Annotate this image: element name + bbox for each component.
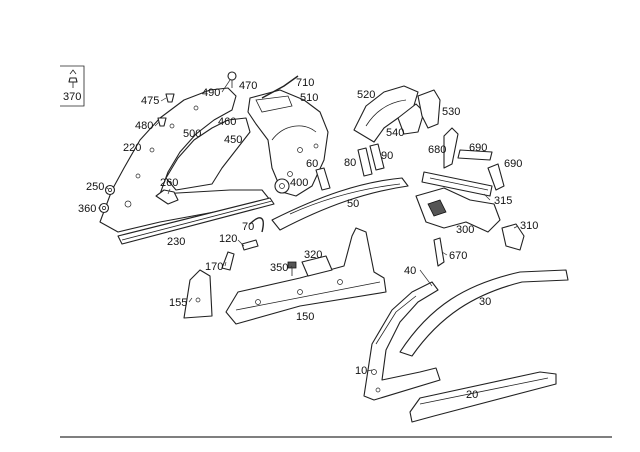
part-710-rod[interactable] [261,75,299,99]
callout-40: 40 [404,265,416,277]
callout-680: 680 [428,144,446,156]
part-20-outer-sill[interactable] [409,371,557,423]
callout-370: 370 [63,91,81,103]
part-350-screw[interactable] [287,261,297,276]
part-220-side-panel[interactable] [99,87,271,233]
callout-475: 475 [141,95,159,107]
part-250-grommet[interactable] [104,184,116,196]
callout-500: 500 [183,128,201,140]
callout-400: 400 [290,177,308,189]
part-310-bracket[interactable] [501,223,525,251]
callout-170: 170 [205,261,223,273]
callout-490: 490 [202,87,220,99]
part-50-roof-rail[interactable] [271,177,409,231]
part-70-hook[interactable] [249,217,264,233]
callout-510: 510 [300,92,318,104]
callout-30: 30 [479,296,491,308]
part-10-door-frame[interactable] [363,281,441,401]
part-360-grommet[interactable] [98,202,110,214]
part-150-inner-sill[interactable] [225,227,387,325]
part-60-bracket[interactable] [315,167,331,191]
callout-470: 470 [239,80,257,92]
callout-155: 155 [169,297,187,309]
callout-120: 120 [219,233,237,245]
part-670-strip[interactable] [433,237,445,267]
callout-530: 530 [442,106,460,118]
part-300-assembly[interactable] [415,187,501,233]
callout-250: 250 [86,181,104,193]
callout-540: 540 [386,127,404,139]
part-510-wheel-arch-inner[interactable] [247,89,329,197]
part-155-pillar[interactable] [183,269,213,319]
callout-20: 20 [466,389,478,401]
callout-450: 450 [224,134,242,146]
callout-310: 310 [520,220,538,232]
part-480-fastener[interactable] [157,117,167,127]
legend-box [60,65,85,107]
callout-150: 150 [296,311,314,323]
part-690a-strip[interactable] [457,149,493,161]
callout-60: 60 [306,158,318,170]
part-520-wheel-arch[interactable] [353,85,419,143]
leader-lines [98,79,519,372]
callout-50: 50 [347,198,359,210]
callout-90: 90 [381,150,393,162]
part-490-fastener[interactable] [227,71,237,88]
part-170-link[interactable] [221,251,235,271]
callout-710: 710 [296,77,314,89]
callout-70: 70 [242,221,254,233]
callout-315: 315 [494,195,512,207]
callout-480: 480 [135,120,153,132]
part-540-panel[interactable] [397,103,425,135]
part-530-bracket[interactable] [417,89,441,129]
part-230-sill-strip[interactable] [117,197,275,245]
part-320-plate[interactable] [301,255,333,277]
part-260-bracket[interactable] [155,189,179,205]
callout-220: 220 [123,142,141,154]
part-30-roof-outer[interactable] [399,269,569,357]
callout-460: 460 [218,116,236,128]
callout-230: 230 [167,236,185,248]
callout-10: 10 [355,365,367,377]
part-315-crossmember[interactable] [421,171,493,197]
part-400-cap[interactable] [274,178,290,194]
callout-690-upper: 690 [469,142,487,154]
part-680-strip[interactable] [443,127,459,169]
part-80-bracket[interactable] [357,147,373,177]
callout-320: 320 [304,249,322,261]
callout-350: 350 [270,262,288,274]
part-120-clip[interactable] [241,239,259,251]
callout-360: 360 [78,203,96,215]
callout-300: 300 [456,224,474,236]
part-690b-strip[interactable] [487,163,505,191]
callout-80: 80 [344,157,356,169]
clip-fastener-icon [68,69,78,88]
callout-690-lower: 690 [504,158,522,170]
part-475-fastener[interactable] [165,93,175,103]
callout-670: 670 [449,250,467,262]
callout-260: 260 [160,177,178,189]
callout-520: 520 [357,89,375,101]
part-90-bracket[interactable] [369,143,385,171]
